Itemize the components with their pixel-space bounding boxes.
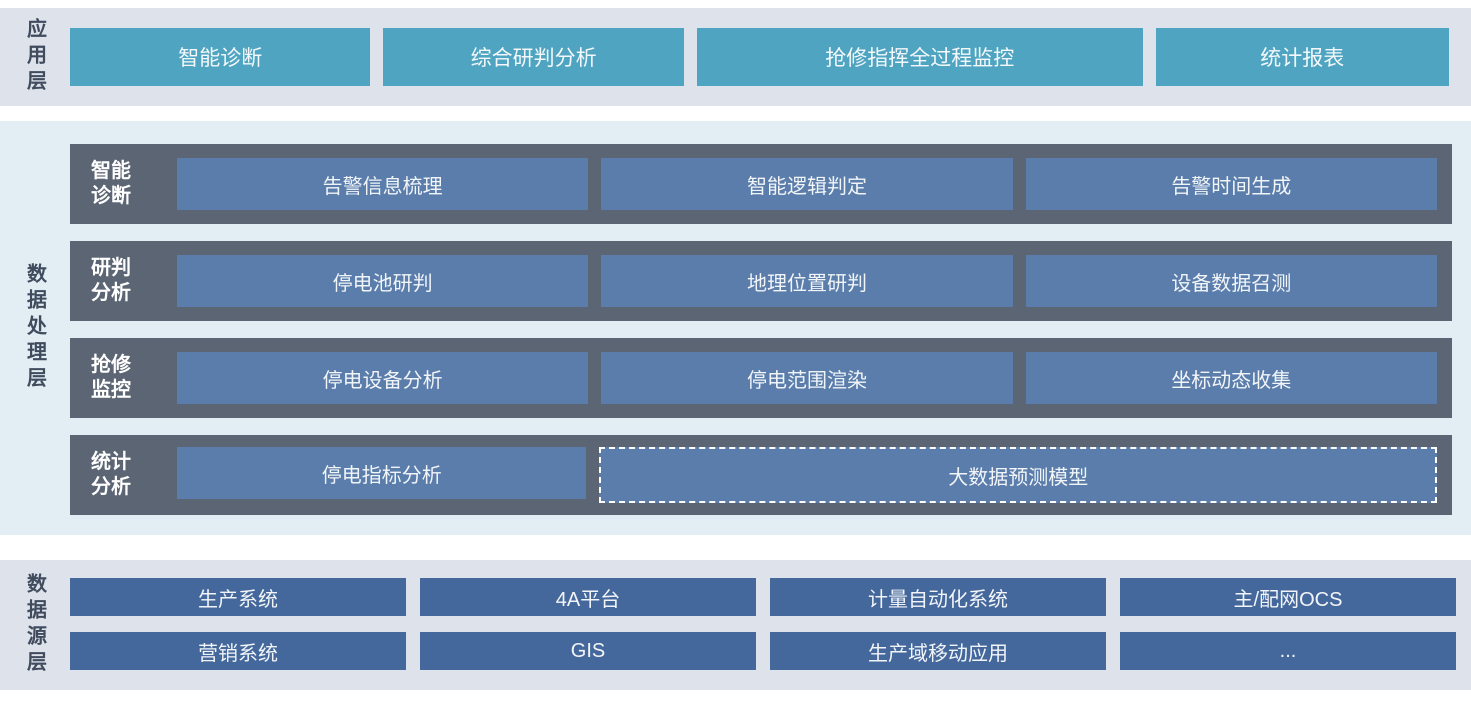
processing-item: 停电范围渲染 [601, 352, 1013, 404]
app-layer-label-column: 应用层 [0, 8, 70, 106]
processing-row-label-text: 研判分析 [91, 257, 131, 304]
processing-layer-label: 数据处理层 [23, 263, 46, 393]
app-layer-items: 智能诊断 综合研判分析 抢修指挥全过程监控 统计报表 [70, 8, 1471, 106]
processing-row-label: 统计分析 [70, 450, 177, 500]
source-row: 生产系统 4A平台 计量自动化系统 主/配网OCS [70, 578, 1456, 616]
app-item-comprehensive-analysis: 综合研判分析 [383, 28, 684, 86]
processing-item: 告警时间生成 [1025, 158, 1437, 210]
source-layer-band: 数据源层 生产系统 4A平台 计量自动化系统 主/配网OCS 营销系统 GIS … [0, 560, 1471, 690]
source-layer-label: 数据源层 [23, 573, 46, 677]
processing-row-items: 告警信息梳理 智能逻辑判定 告警时间生成 [177, 158, 1437, 210]
source-layer-label-column: 数据源层 [0, 560, 70, 690]
source-item: 营销系统 [70, 632, 406, 670]
processing-layer-label-column: 数据处理层 [0, 121, 70, 535]
processing-row-statistics: 统计分析 停电指标分析 大数据预测模型 [70, 435, 1452, 515]
processing-item: 告警信息梳理 [177, 158, 589, 210]
source-rows: 生产系统 4A平台 计量自动化系统 主/配网OCS 营销系统 GIS 生产域移动… [70, 560, 1471, 690]
app-layer-label: 应用层 [23, 18, 46, 96]
processing-item: 智能逻辑判定 [601, 158, 1013, 210]
processing-row-items: 停电指标分析 大数据预测模型 [177, 447, 1437, 503]
app-item-repair-command-monitoring: 抢修指挥全过程监控 [696, 28, 1143, 86]
processing-row-label: 研判分析 [70, 256, 177, 306]
processing-item: 坐标动态收集 [1025, 352, 1437, 404]
app-layer-band: 应用层 智能诊断 综合研判分析 抢修指挥全过程监控 统计报表 [0, 8, 1471, 106]
processing-layer-band: 数据处理层 智能诊断 告警信息梳理 智能逻辑判定 告警时间生成 研判分析 停电池… [0, 121, 1471, 535]
processing-row-label-text: 统计分析 [91, 451, 131, 498]
processing-item: 停电指标分析 [177, 447, 587, 499]
processing-item-big-data-model: 大数据预测模型 [599, 447, 1437, 503]
processing-rows: 智能诊断 告警信息梳理 智能逻辑判定 告警时间生成 研判分析 停电池研判 地理位… [70, 121, 1471, 535]
app-item-statistical-reports: 统计报表 [1155, 28, 1450, 86]
source-item: ... [1120, 632, 1456, 670]
processing-row-items: 停电设备分析 停电范围渲染 坐标动态收集 [177, 352, 1437, 404]
processing-item: 停电设备分析 [177, 352, 589, 404]
source-item: 计量自动化系统 [770, 578, 1106, 616]
processing-item: 设备数据召测 [1025, 255, 1437, 307]
source-row: 营销系统 GIS 生产域移动应用 ... [70, 632, 1456, 670]
processing-row-intelligent-diagnosis: 智能诊断 告警信息梳理 智能逻辑判定 告警时间生成 [70, 144, 1452, 224]
processing-item: 地理位置研判 [601, 255, 1013, 307]
processing-item: 停电池研判 [177, 255, 589, 307]
source-item: 生产域移动应用 [770, 632, 1106, 670]
processing-row-label: 智能诊断 [70, 159, 177, 209]
source-item: 4A平台 [420, 578, 756, 616]
processing-row-label-text: 智能诊断 [91, 160, 131, 207]
processing-row-repair-monitoring: 抢修监控 停电设备分析 停电范围渲染 坐标动态收集 [70, 338, 1452, 418]
processing-row-label-text: 抢修监控 [91, 354, 131, 401]
app-item-intelligent-diagnosis: 智能诊断 [70, 28, 371, 86]
source-item: GIS [420, 632, 756, 670]
source-item: 主/配网OCS [1120, 578, 1456, 616]
processing-row-label: 抢修监控 [70, 353, 177, 403]
processing-row-items: 停电池研判 地理位置研判 设备数据召测 [177, 255, 1437, 307]
processing-row-analysis: 研判分析 停电池研判 地理位置研判 设备数据召测 [70, 241, 1452, 321]
source-item: 生产系统 [70, 578, 406, 616]
